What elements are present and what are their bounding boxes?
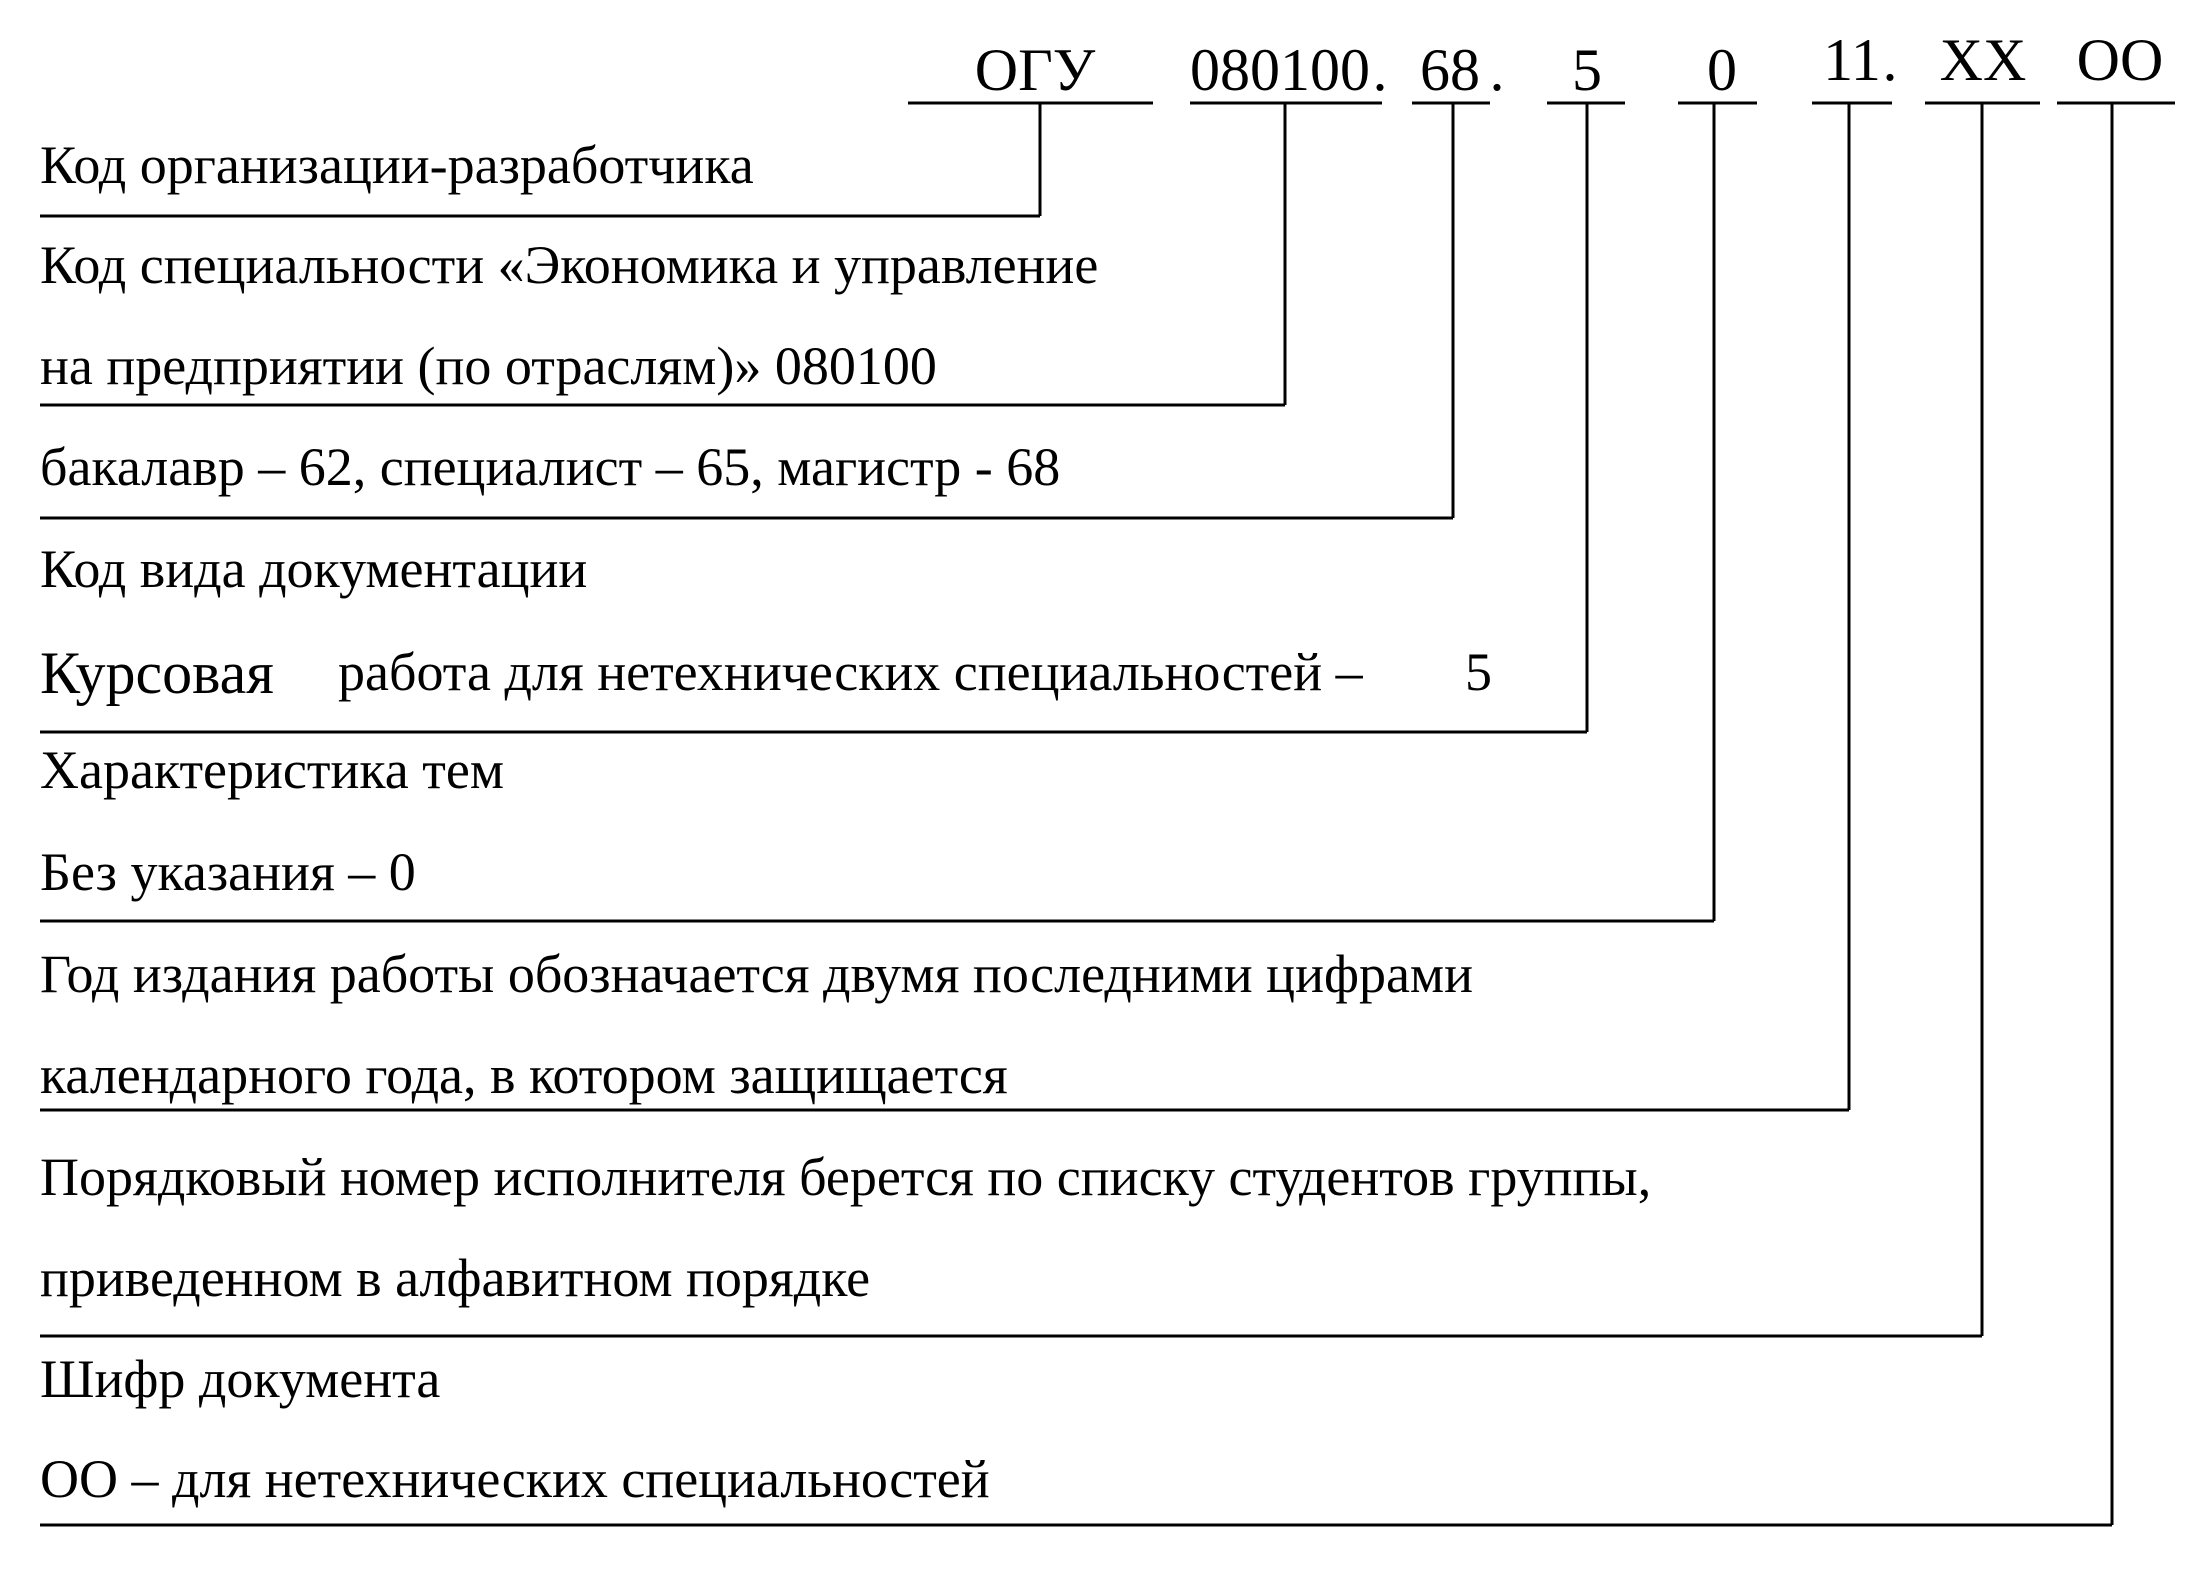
desc-specialty-line2: на предприятии (по отраслям)» 080100 [40, 336, 937, 396]
desc-doc-type-line2-a: Курсовая [40, 640, 274, 706]
code-year: 11 [1823, 27, 1881, 93]
desc-cipher-line2: ОО – для нетехнических специальностей [40, 1449, 990, 1509]
desc-org-line1: Код организации-разработчика [40, 135, 754, 195]
code-dot-2: . [1490, 37, 1505, 103]
code-doc-type: 5 [1572, 37, 1602, 103]
code-dot-1: . [1373, 37, 1388, 103]
desc-topic-line2: Без указания – 0 [40, 842, 416, 902]
desc-doc-type-line1: Код вида документации [40, 539, 587, 599]
code-header: ОГУ 080100 . 68 . 5 0 11 . XX OO [975, 27, 2164, 103]
desc-doc-type-line2-c: 5 [1465, 642, 1492, 702]
code-specialty: 080100 [1190, 37, 1370, 103]
desc-doc-type-line2-b: работа для нетехнических специальностей … [338, 642, 1364, 702]
desc-topic-line1: Характеристика тем [40, 740, 504, 800]
desc-year-line1: Год издания работы обозначается двумя по… [40, 944, 1473, 1004]
code-cipher: OO [2077, 27, 2164, 93]
code-student: XX [1940, 27, 2027, 93]
code-org: ОГУ [975, 37, 1096, 103]
code-dot-3: . [1883, 27, 1898, 93]
desc-year-line2: календарного года, в котором защищается [40, 1045, 1008, 1105]
code-degree: 68 [1420, 37, 1480, 103]
desc-student-line1: Порядковый номер исполнителя берется по … [40, 1147, 1651, 1207]
desc-specialty-line1: Код специальности «Экономика и управлени… [40, 235, 1098, 295]
descriptions: Код организации-разработчика Код специал… [40, 135, 1651, 1509]
desc-degree-line1: бакалавр – 62, специалист – 65, магистр … [40, 437, 1060, 497]
code-topic: 0 [1707, 37, 1737, 103]
desc-student-line2: приведенном в алфавитном порядке [40, 1248, 870, 1308]
leader-lines [40, 101, 2175, 1527]
desc-cipher-line1: Шифр документа [40, 1349, 440, 1409]
